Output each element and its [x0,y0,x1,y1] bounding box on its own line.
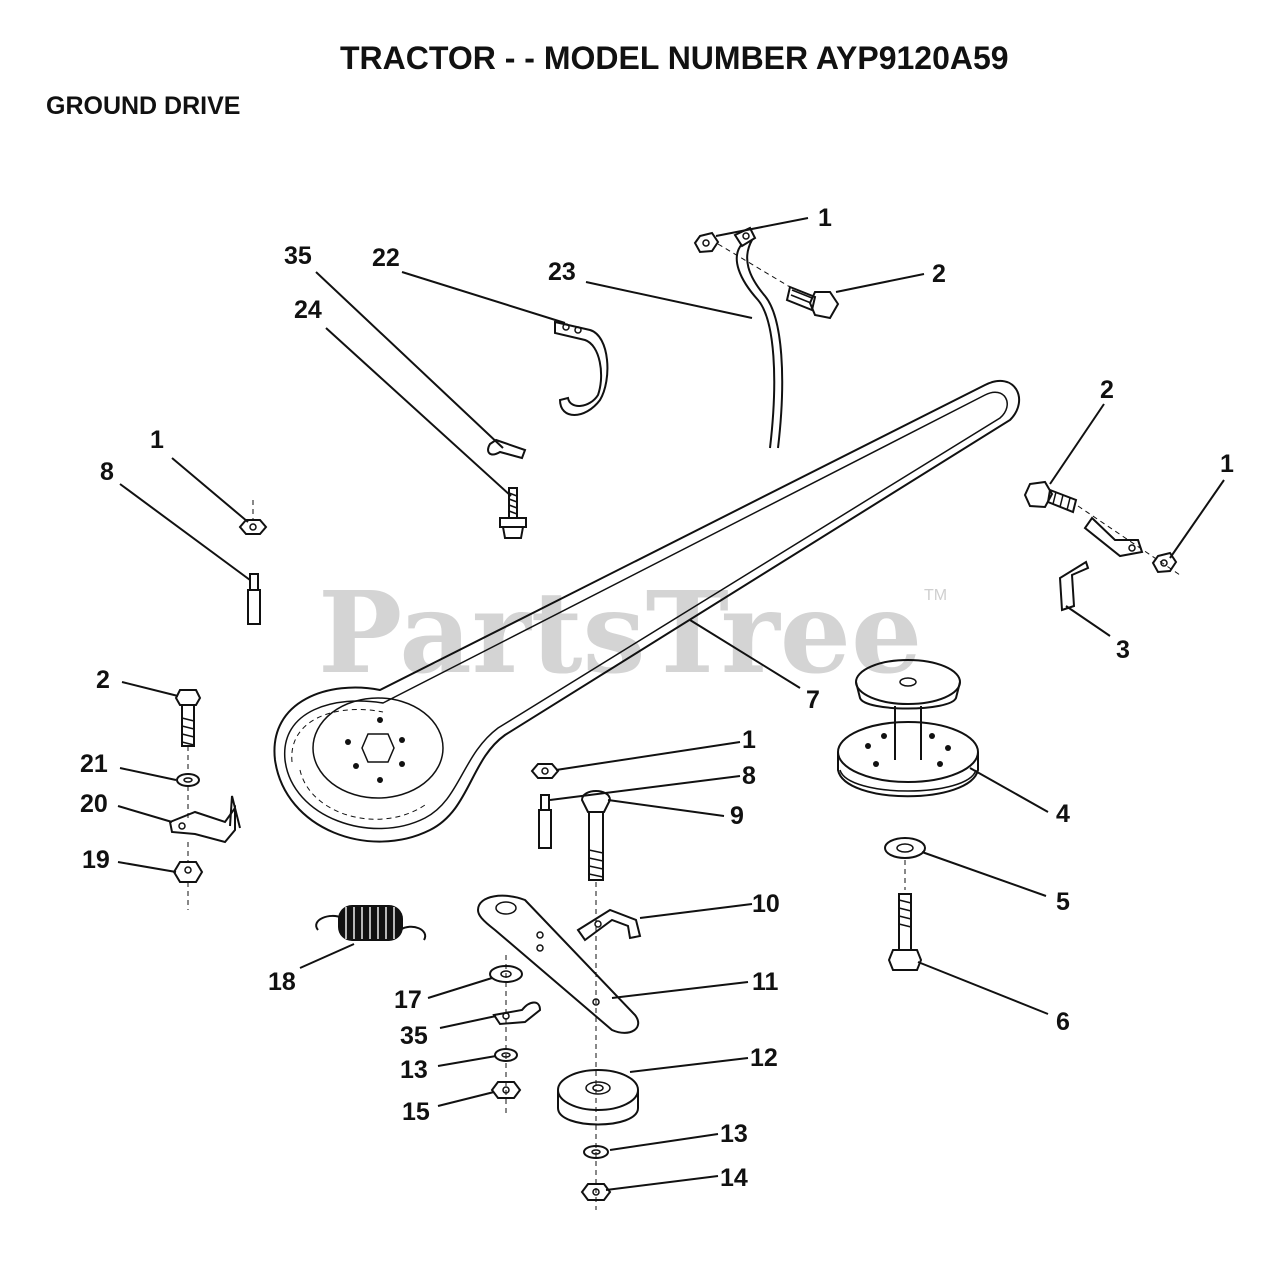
callout-23: 23 [548,258,576,286]
callout-2: 2 [96,666,110,694]
leader-lines [117,217,1225,1191]
idler-bracket [168,795,241,844]
callout-20: 20 [80,790,108,818]
lock-nut [172,861,204,883]
hex-bolt [174,689,202,747]
flat-washer [494,1048,518,1062]
callout-24: 24 [294,296,322,324]
callout-1: 1 [150,426,164,454]
hex-nut [1151,551,1178,574]
drive-belt [273,379,1021,843]
callout-35: 35 [400,1022,428,1050]
idler-stop-bracket [576,908,642,942]
idler-arm [476,894,640,1034]
callout-12: 12 [750,1044,778,1072]
callout-15: 15 [402,1098,430,1126]
callout-22: 22 [372,244,400,272]
shift-bracket [1058,516,1144,612]
callout-11: 11 [752,968,779,996]
callout-2: 2 [1100,376,1114,404]
callout-7: 7 [806,686,820,714]
callout-9: 9 [730,802,744,830]
engine-pulley [837,659,979,798]
shift-rod [733,226,784,449]
tension-spring [315,905,427,941]
callout-1: 1 [818,204,832,232]
callout-8: 8 [100,458,114,486]
callout-21: 21 [80,750,108,778]
hex-nut [693,231,720,254]
shoulder-pin [538,794,552,849]
hex-bolt [1023,480,1078,514]
callout-5: 5 [1056,888,1070,916]
callout-6: 6 [1056,1008,1070,1036]
section-title: GROUND DRIVE [46,92,241,120]
callout-1: 1 [1220,450,1234,478]
hex-bolt [785,285,840,320]
callout-1: 1 [742,726,756,754]
callout-17: 17 [394,986,422,1014]
hex-nut [530,763,560,779]
hex-nut [238,519,268,535]
callout-labels: 1 2 23 35 22 24 2 1 3 1 8 7 2 21 20 19 1… [80,204,1234,1192]
page-title: TRACTOR - - MODEL NUMBER AYP9120A59 [340,40,1009,76]
callout-8: 8 [742,762,756,790]
flat-washer [583,1145,609,1159]
hex-nut [580,1183,612,1201]
callout-19: 19 [82,846,110,874]
flat-washer [176,773,200,787]
belt-keeper-clip [487,438,527,460]
lock-washer [884,837,926,859]
hex-bolt [887,893,923,971]
idler-pulley [557,1069,639,1126]
callout-14: 14 [720,1164,748,1192]
spacer-washer [489,965,523,983]
watermark: PartsTree [318,568,922,699]
callout-10: 10 [752,890,780,918]
callout-4: 4 [1056,800,1070,828]
callout-2: 2 [932,260,946,288]
shoulder-pin [247,573,261,625]
hex-nut [490,1081,522,1099]
belt-guide-hook [554,320,609,416]
callout-18: 18 [268,968,296,996]
rear-pulley-hub [312,697,444,799]
screw [499,487,527,539]
callout-3: 3 [1116,636,1130,664]
belt-keeper-clip [492,1001,542,1026]
callout-13: 13 [720,1120,748,1148]
trademark-mark: TM [924,587,947,604]
callout-35: 35 [284,242,312,270]
carriage-bolt [580,790,612,881]
callout-13: 13 [400,1056,428,1084]
